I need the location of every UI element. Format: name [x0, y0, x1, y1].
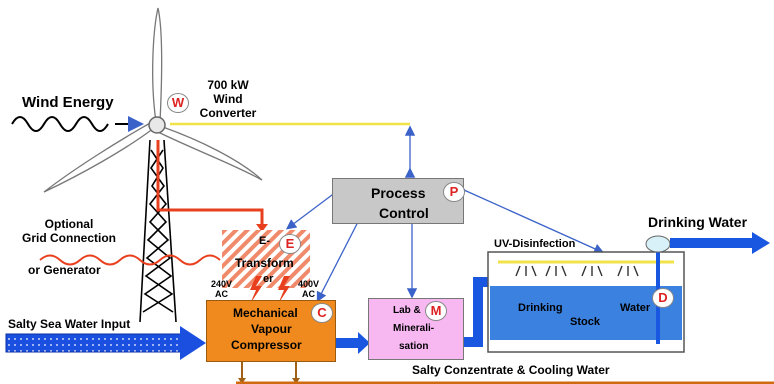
uv-disinfection-label: UV-Disinfection — [494, 238, 576, 250]
compressor-badge: C — [311, 303, 333, 323]
optional-grid-label: Optional Grid Connection — [22, 217, 116, 245]
lab-line2: Minerali- — [393, 323, 435, 334]
outlet-pipes — [241, 360, 297, 384]
converter-label: 700 kW Wind Converter — [199, 78, 257, 120]
compressor-line2: Vapour — [251, 322, 292, 336]
tank-water — [490, 286, 682, 340]
sea-water-input-arrow — [5, 326, 206, 360]
transformer-line1: E- — [259, 235, 270, 247]
transformer-badge: E — [279, 234, 301, 254]
power-cable — [156, 140, 264, 228]
lab-mineralisation-box: Lab & Minerali- sation M — [368, 298, 464, 360]
wind-energy-label: Wind Energy — [22, 94, 114, 111]
wind-badge: W — [167, 93, 189, 113]
drinking-water-label: Drinking Water — [648, 214, 748, 230]
stock-line2: Water — [620, 302, 651, 314]
salty-input-label: Salty Sea Water Input — [8, 317, 131, 331]
generator-label: or Generator — [28, 263, 101, 277]
stock-line1: Drinking — [518, 302, 563, 314]
process-control-line2: Control — [379, 205, 429, 221]
drinking-water-outlet-arrow — [670, 232, 770, 254]
signal-arrows — [285, 125, 605, 303]
wind-wave — [11, 116, 109, 132]
compressor-line3: Compressor — [231, 338, 302, 352]
compressor-line1: Mechanical — [233, 306, 298, 320]
lab-line3: sation — [399, 341, 429, 352]
transformer-line3: er — [263, 273, 274, 285]
salty-concentrate-label: Salty Conzentrate & Cooling Water — [412, 363, 610, 377]
compressor-box: Mechanical Vapour Compressor C — [206, 300, 336, 362]
stock-line3: Stock — [570, 316, 600, 328]
transformer-line2: Transform — [235, 256, 294, 270]
transformer-box: E- Transform er E — [222, 230, 310, 288]
grid-wave — [39, 254, 221, 266]
wind-rotor — [43, 7, 263, 193]
process-control-badge: P — [443, 182, 465, 202]
process-control-line1: Process — [371, 185, 426, 201]
stock-badge: D — [652, 288, 674, 308]
process-control-box: Process Control P — [332, 178, 465, 224]
lab-badge: M — [425, 301, 447, 321]
lab-line1: Lab & — [393, 305, 421, 316]
uv-lamps — [515, 265, 639, 277]
compressor-to-lab-arrow — [336, 332, 370, 354]
